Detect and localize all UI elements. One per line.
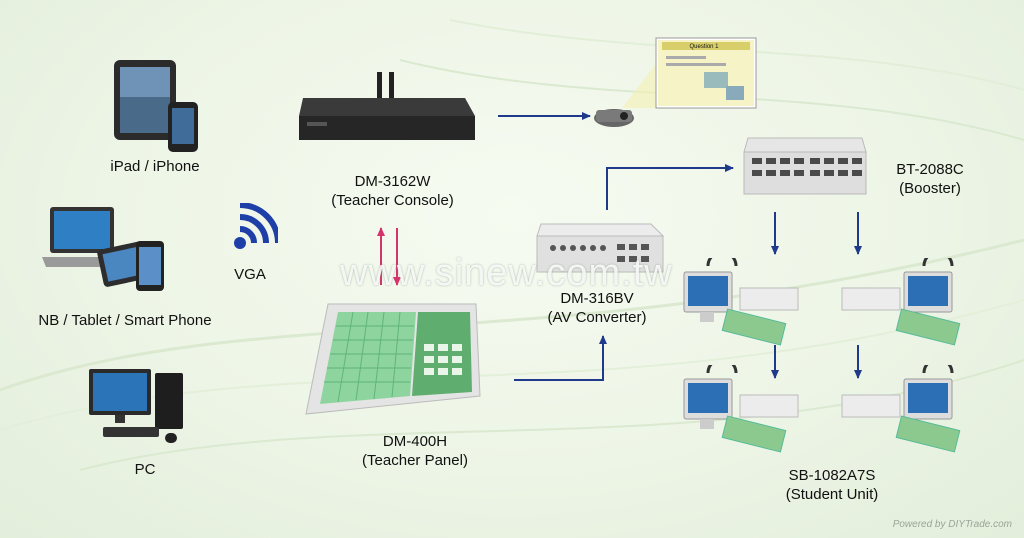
ipad-iphone-icon [114,60,198,152]
arrow-panel-to-converter [514,335,607,381]
watermark: www.sinew.com.tw [340,252,673,294]
teacher-panel-label: DM-400H (Teacher Panel) [335,432,495,470]
vga-label: VGA [234,266,266,283]
student-unit-desc: (Student Unit) [785,486,879,503]
av-converter-desc: (AV Converter) [547,309,647,326]
arrow-converter-to-booster [606,164,734,210]
teacher-console-label: DM-3162W (Teacher Console) [305,172,480,210]
teacher-panel-desc: (Teacher Panel) [362,452,468,469]
notebook-tablet-phone-icon [42,207,164,291]
teacher-console-model: DM-3162W [354,173,431,190]
booster-desc: (Booster) [899,180,961,197]
pc-icon [89,369,183,443]
teacher-console-icon [299,72,475,140]
student-unit-icon-2 [841,258,961,346]
screen-title: Question 1 [689,44,719,50]
av-converter-model: DM-316BV [560,290,634,307]
wireless-signal-icon [234,203,278,249]
student-unit-icon-4 [841,365,961,453]
student-unit-model: SB-1082A7S [788,467,876,484]
nb-tablet-phone-label: NB / Tablet / Smart Phone [38,312,212,329]
student-unit-icon-3 [683,365,799,453]
ipad-iphone-label: iPad / iPhone [110,158,200,175]
av-converter-label: DM-316BV (AV Converter) [532,289,662,327]
booster-label: BT-2088C (Booster) [880,160,980,198]
footer-credit: Powered by DIYTrade.com [892,519,1012,530]
teacher-panel-model: DM-400H [382,433,448,450]
student-unit-label: SB-1082A7S (Student Unit) [762,466,902,504]
booster-model: BT-2088C [896,161,964,178]
av-converter-icon [536,223,665,273]
teacher-console-desc: (Teacher Console) [331,192,454,209]
booster-icon [743,137,867,195]
pc-label: PC [134,461,156,478]
projector-screen-icon [594,37,757,127]
teacher-panel-icon [305,303,481,415]
student-unit-icon-1 [683,258,799,346]
